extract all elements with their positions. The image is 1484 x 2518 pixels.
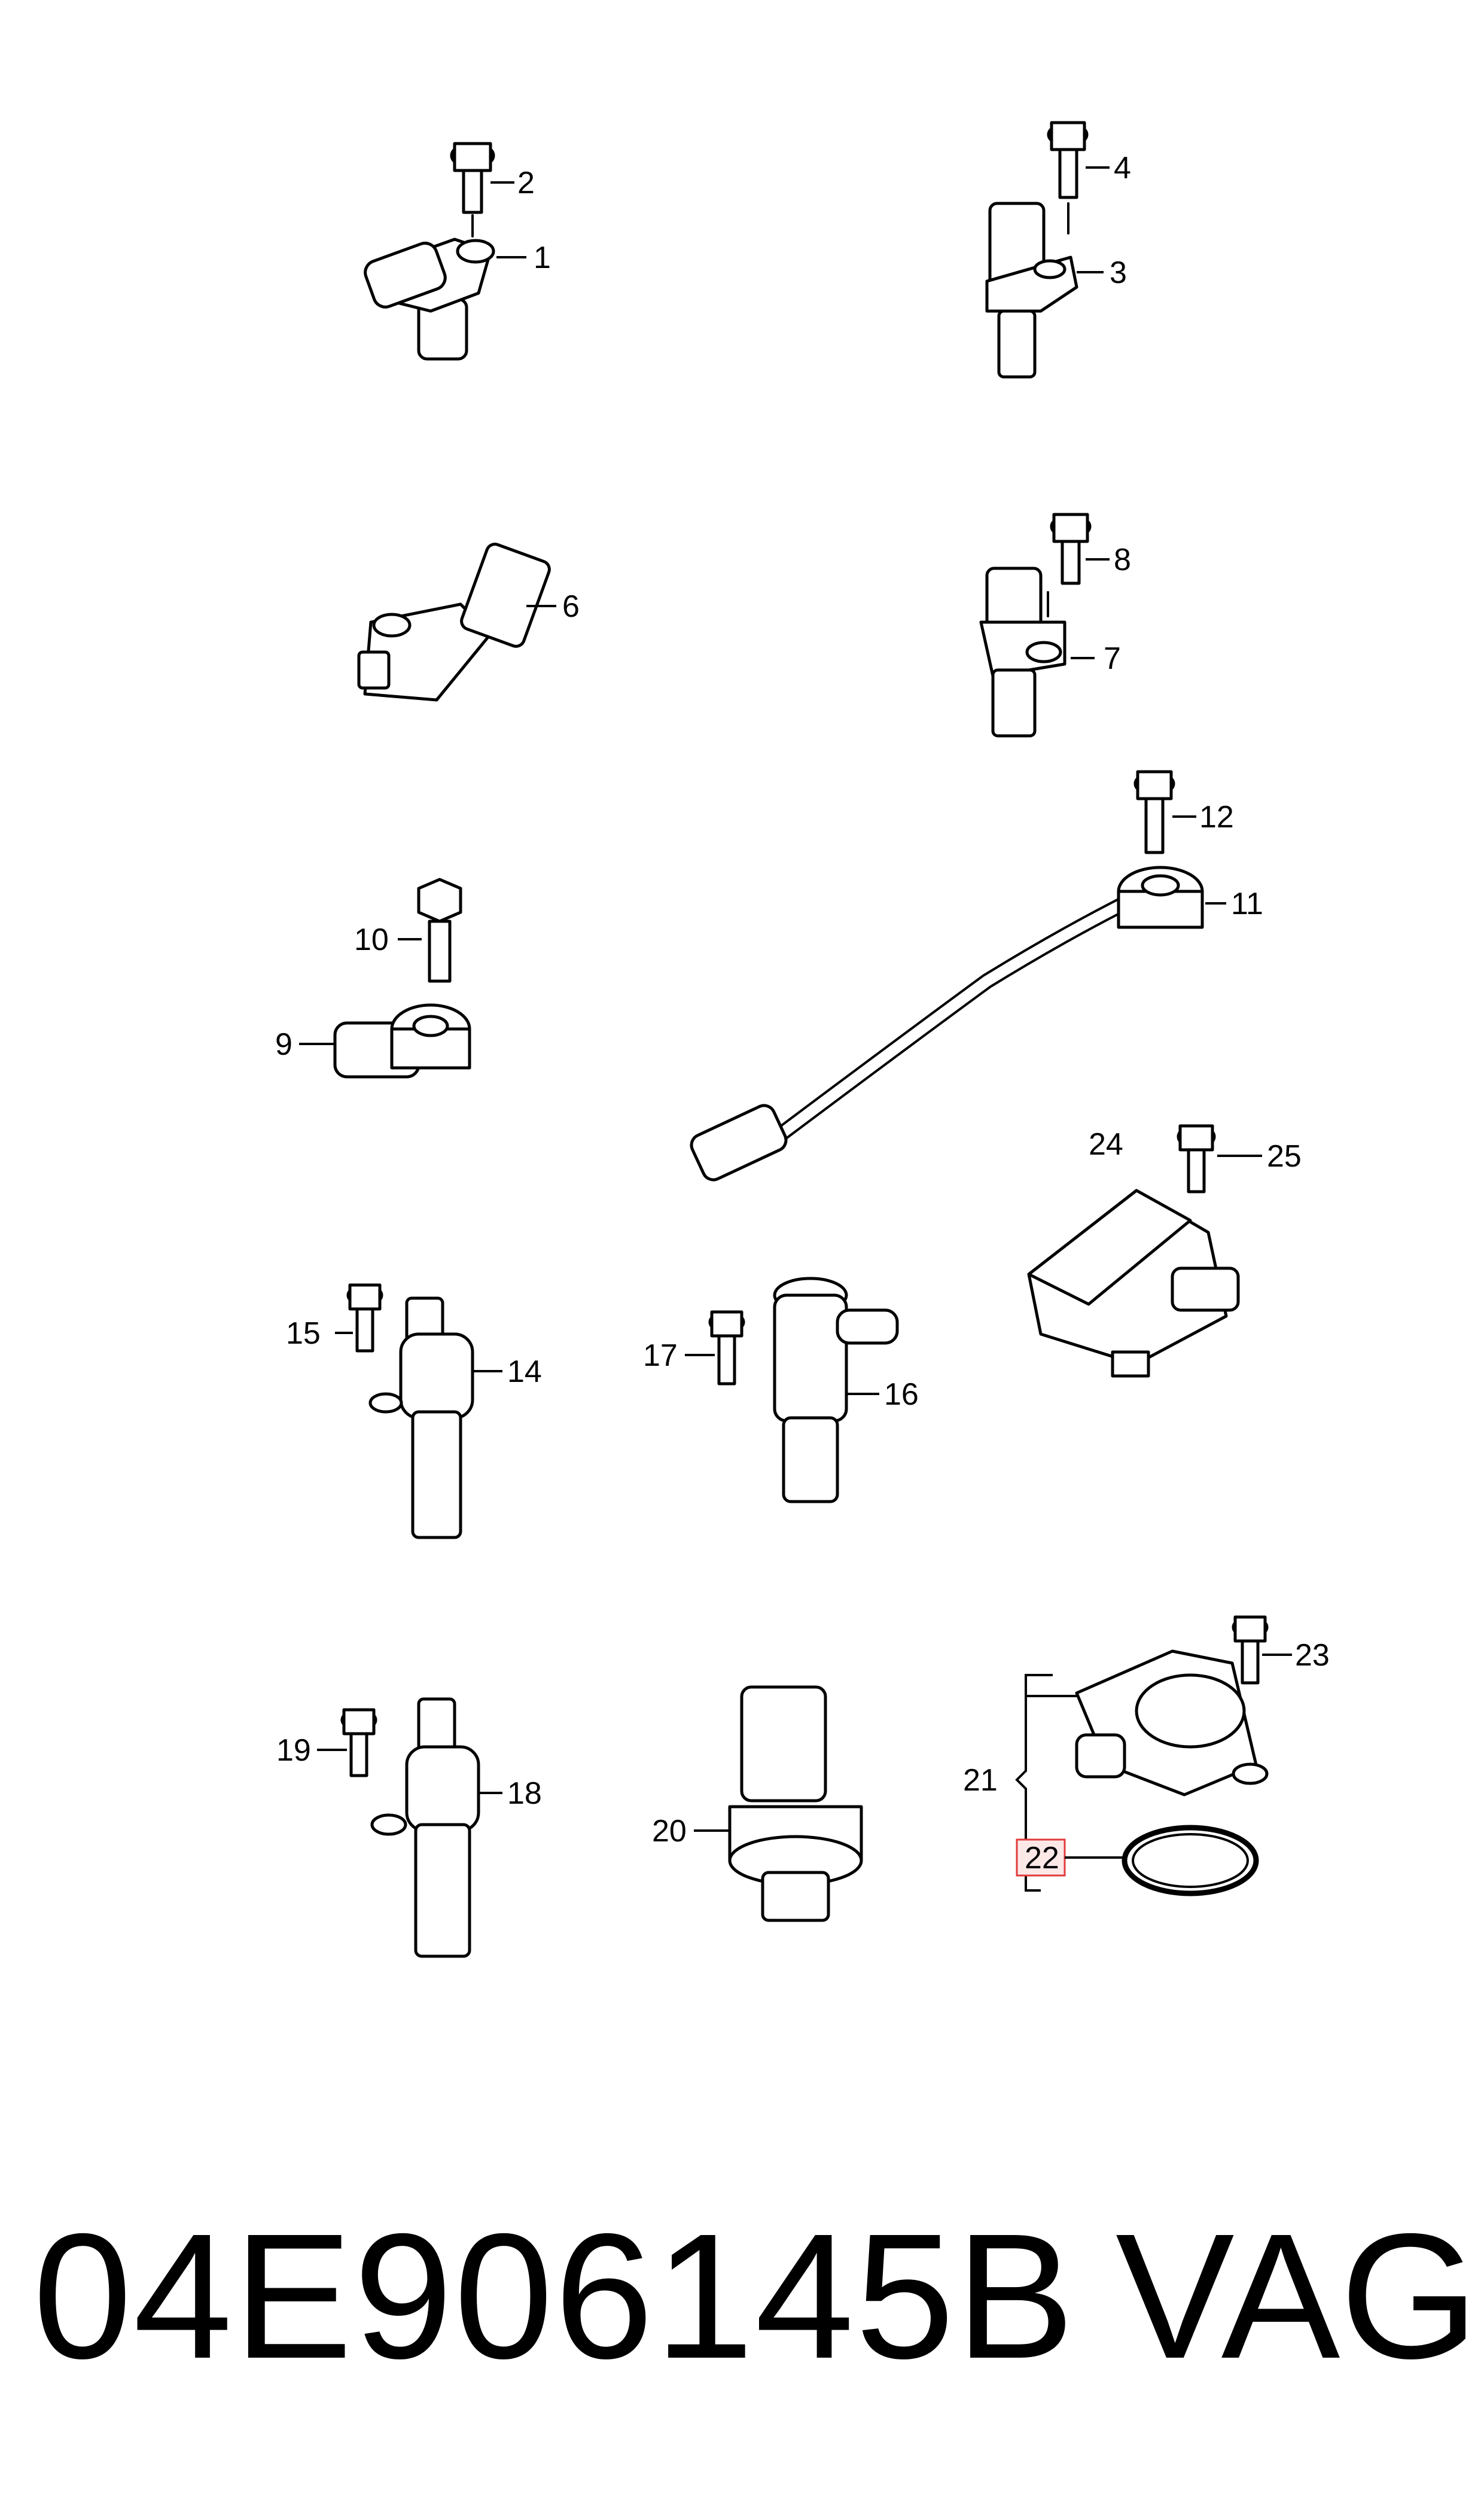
callout-9: 9 (275, 1027, 292, 1062)
part-20-pressure-switch (728, 1685, 863, 1922)
part-9-knock-sensor (333, 1003, 471, 1079)
part-number-label: 04E906145B (33, 2197, 1076, 2396)
callout-6: 6 (562, 589, 580, 624)
part-7-sensor (979, 567, 1066, 738)
part-1-sensor (364, 238, 495, 361)
part-2-bolt (450, 142, 495, 238)
part-19-bolt (340, 1708, 377, 1777)
callout-3: 3 (1110, 255, 1127, 290)
callout-20: 20 (652, 1814, 687, 1849)
callout-14: 14 (507, 1354, 542, 1389)
part-24-unit (1027, 1189, 1240, 1378)
part-8-bolt (1047, 513, 1092, 617)
part-14-solenoid (368, 1296, 474, 1539)
callout-19: 19 (276, 1733, 311, 1768)
callout-1: 1 (534, 240, 551, 275)
callout-18: 18 (507, 1776, 542, 1811)
part-10-bolt (417, 878, 462, 983)
part-16-valve (773, 1277, 899, 1503)
callout-23: 23 (1295, 1638, 1330, 1673)
part-6-sensor (357, 543, 551, 702)
callout-8: 8 (1114, 543, 1131, 577)
callout-15: 15 (286, 1316, 321, 1351)
part-18-solenoid (370, 1697, 480, 1958)
callout-24: 24 (1089, 1127, 1123, 1162)
callout-4: 4 (1114, 151, 1131, 185)
callout-12: 12 (1199, 800, 1234, 835)
callout-7: 7 (1104, 641, 1121, 676)
callout-22: 22 (1025, 1841, 1059, 1875)
callout-21: 21 (963, 1763, 998, 1798)
callout-2: 2 (517, 166, 535, 200)
part-21-sensor-assembly (1075, 1649, 1269, 1797)
part-12-bolt (1133, 770, 1175, 854)
callout-17: 17 (643, 1338, 678, 1373)
part-15-bolt (346, 1283, 383, 1353)
part-25-bolt (1177, 1124, 1216, 1193)
part-4-bolt (1047, 121, 1089, 235)
callout-16: 16 (884, 1377, 919, 1412)
part-22-seal-ring (1122, 1825, 1259, 1896)
part-17-bolt (708, 1310, 745, 1386)
part-23-bolt (1232, 1615, 1269, 1685)
callout-11: 11 (1231, 887, 1263, 921)
brand-label: VAG (1116, 2197, 1479, 2396)
part-11-knock-sensor (690, 866, 1204, 1182)
part-3-sensor (985, 202, 1078, 379)
callout-10: 10 (354, 922, 389, 957)
callout-25: 25 (1267, 1139, 1302, 1174)
